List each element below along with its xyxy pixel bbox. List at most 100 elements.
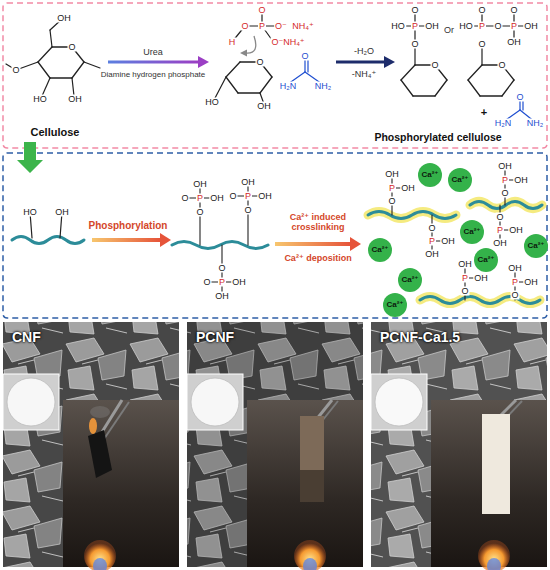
atom-label: OH [440, 237, 456, 246]
atom-label: OH [497, 162, 513, 171]
atom-label: OH [473, 274, 489, 283]
atom-label: HO [32, 95, 48, 104]
atom-label: OH [54, 208, 70, 217]
bond-line [502, 80, 514, 96]
atom-label: HO [22, 208, 38, 217]
atom-label: O [67, 43, 76, 52]
atom-label: O⁻NH₄⁺ [270, 38, 305, 47]
atom-label: O [515, 93, 524, 102]
step-label: Phosphorylation [88, 221, 169, 231]
structure-caption: Phosphorylated cellulose [373, 132, 502, 143]
atom-label: P [478, 22, 486, 31]
atom-label: OH [256, 102, 272, 111]
atom-label: O [410, 6, 419, 15]
atom-label: OH [506, 38, 522, 47]
calcium-ion: Ca²⁺ [448, 168, 472, 192]
atom-label: P [244, 192, 252, 201]
atom-label: O [257, 6, 266, 15]
bond-line [84, 62, 100, 68]
atom-label: O [11, 66, 20, 75]
image-panel: CNF [3, 322, 179, 567]
atom-label: O [500, 189, 509, 198]
bond-line [226, 62, 240, 77]
sample-disc-inset [3, 374, 59, 430]
sem-image [371, 322, 547, 567]
arrow-label: Or [443, 26, 455, 35]
atom-label: O [495, 213, 504, 222]
panel-label: PCNF-Ca1.5 [380, 330, 460, 344]
bond-line [435, 80, 447, 96]
ion-label: Ca²⁺ [421, 171, 438, 179]
flame-test-photo [482, 414, 510, 514]
image-panel: PCNF-Ca1.5 [371, 322, 547, 567]
atom-label: O [410, 40, 419, 49]
atom-label: OH [424, 250, 440, 259]
atom-label: P [510, 22, 518, 31]
flame-test-photo [90, 406, 110, 418]
reaction-arrow [336, 61, 384, 64]
sample-disc-inset [371, 374, 427, 430]
panel-label: PCNF [196, 330, 234, 344]
reaction-arrow [17, 36, 395, 251]
atom-label: OH [56, 14, 72, 23]
ion-label: Ca²⁺ [527, 242, 544, 250]
atom-label: HO [204, 98, 220, 107]
bond-line [38, 47, 52, 62]
flame-test-photo [88, 430, 112, 478]
bond-line [260, 77, 272, 93]
atom-label: OH [384, 170, 400, 179]
ion-label: Ca²⁺ [401, 276, 418, 284]
calcium-ion: Ca²⁺ [383, 293, 407, 317]
atom-label: O [510, 291, 519, 300]
flame-test-photo [89, 418, 97, 434]
atom-label: OH [400, 184, 416, 193]
bond-line [480, 95, 502, 96]
bond-line [50, 30, 52, 47]
reaction-arrow [108, 61, 198, 64]
step-label: Ca²⁺ deposition [273, 253, 363, 263]
bond-line [199, 212, 200, 245]
bond-line [401, 65, 415, 80]
ion-label: Ca²⁺ [463, 228, 480, 236]
flame-test-photo [303, 558, 317, 570]
atom-label: OH [492, 239, 508, 248]
bond-line [42, 78, 50, 96]
atom-label: OH [457, 260, 473, 269]
ion-label: Ca²⁺ [371, 246, 388, 254]
atom-label: NH₂ [314, 82, 333, 91]
cellulose-chain [368, 212, 456, 219]
sem-image [187, 322, 363, 567]
atom-label: OH [192, 180, 208, 189]
bond-line [226, 77, 238, 93]
sem-image [371, 322, 547, 567]
atom-label: O [240, 22, 249, 31]
section-frame [3, 3, 547, 318]
arrow-label: -NH₄⁺ [351, 70, 377, 79]
bond-line [468, 65, 482, 80]
cellulose-chain [420, 297, 540, 304]
atom-label: OH [257, 192, 273, 201]
atom-label: P [411, 22, 419, 31]
ion-label: Ca²⁺ [477, 256, 494, 264]
atom-label: O [430, 61, 439, 70]
atom-label: P [428, 237, 436, 246]
atom-label: OH [67, 95, 83, 104]
bond-line [72, 78, 74, 96]
atom-label: P [196, 194, 204, 203]
atom-label: O [255, 58, 264, 67]
atom-label: OH [523, 278, 539, 287]
sem-image [187, 322, 363, 567]
ion-label: Ca²⁺ [386, 301, 403, 309]
cellulose-chain [420, 297, 540, 304]
atom-label: O [460, 287, 469, 296]
reaction-arrow [350, 237, 361, 251]
sample-disc-inset [375, 378, 423, 426]
sem-image [3, 322, 547, 567]
reaction-arrow [17, 142, 43, 173]
bond-line [50, 77, 72, 78]
atom-label: O [493, 22, 502, 31]
cellulose-chain [470, 202, 542, 209]
atom-label: OH [523, 22, 539, 31]
